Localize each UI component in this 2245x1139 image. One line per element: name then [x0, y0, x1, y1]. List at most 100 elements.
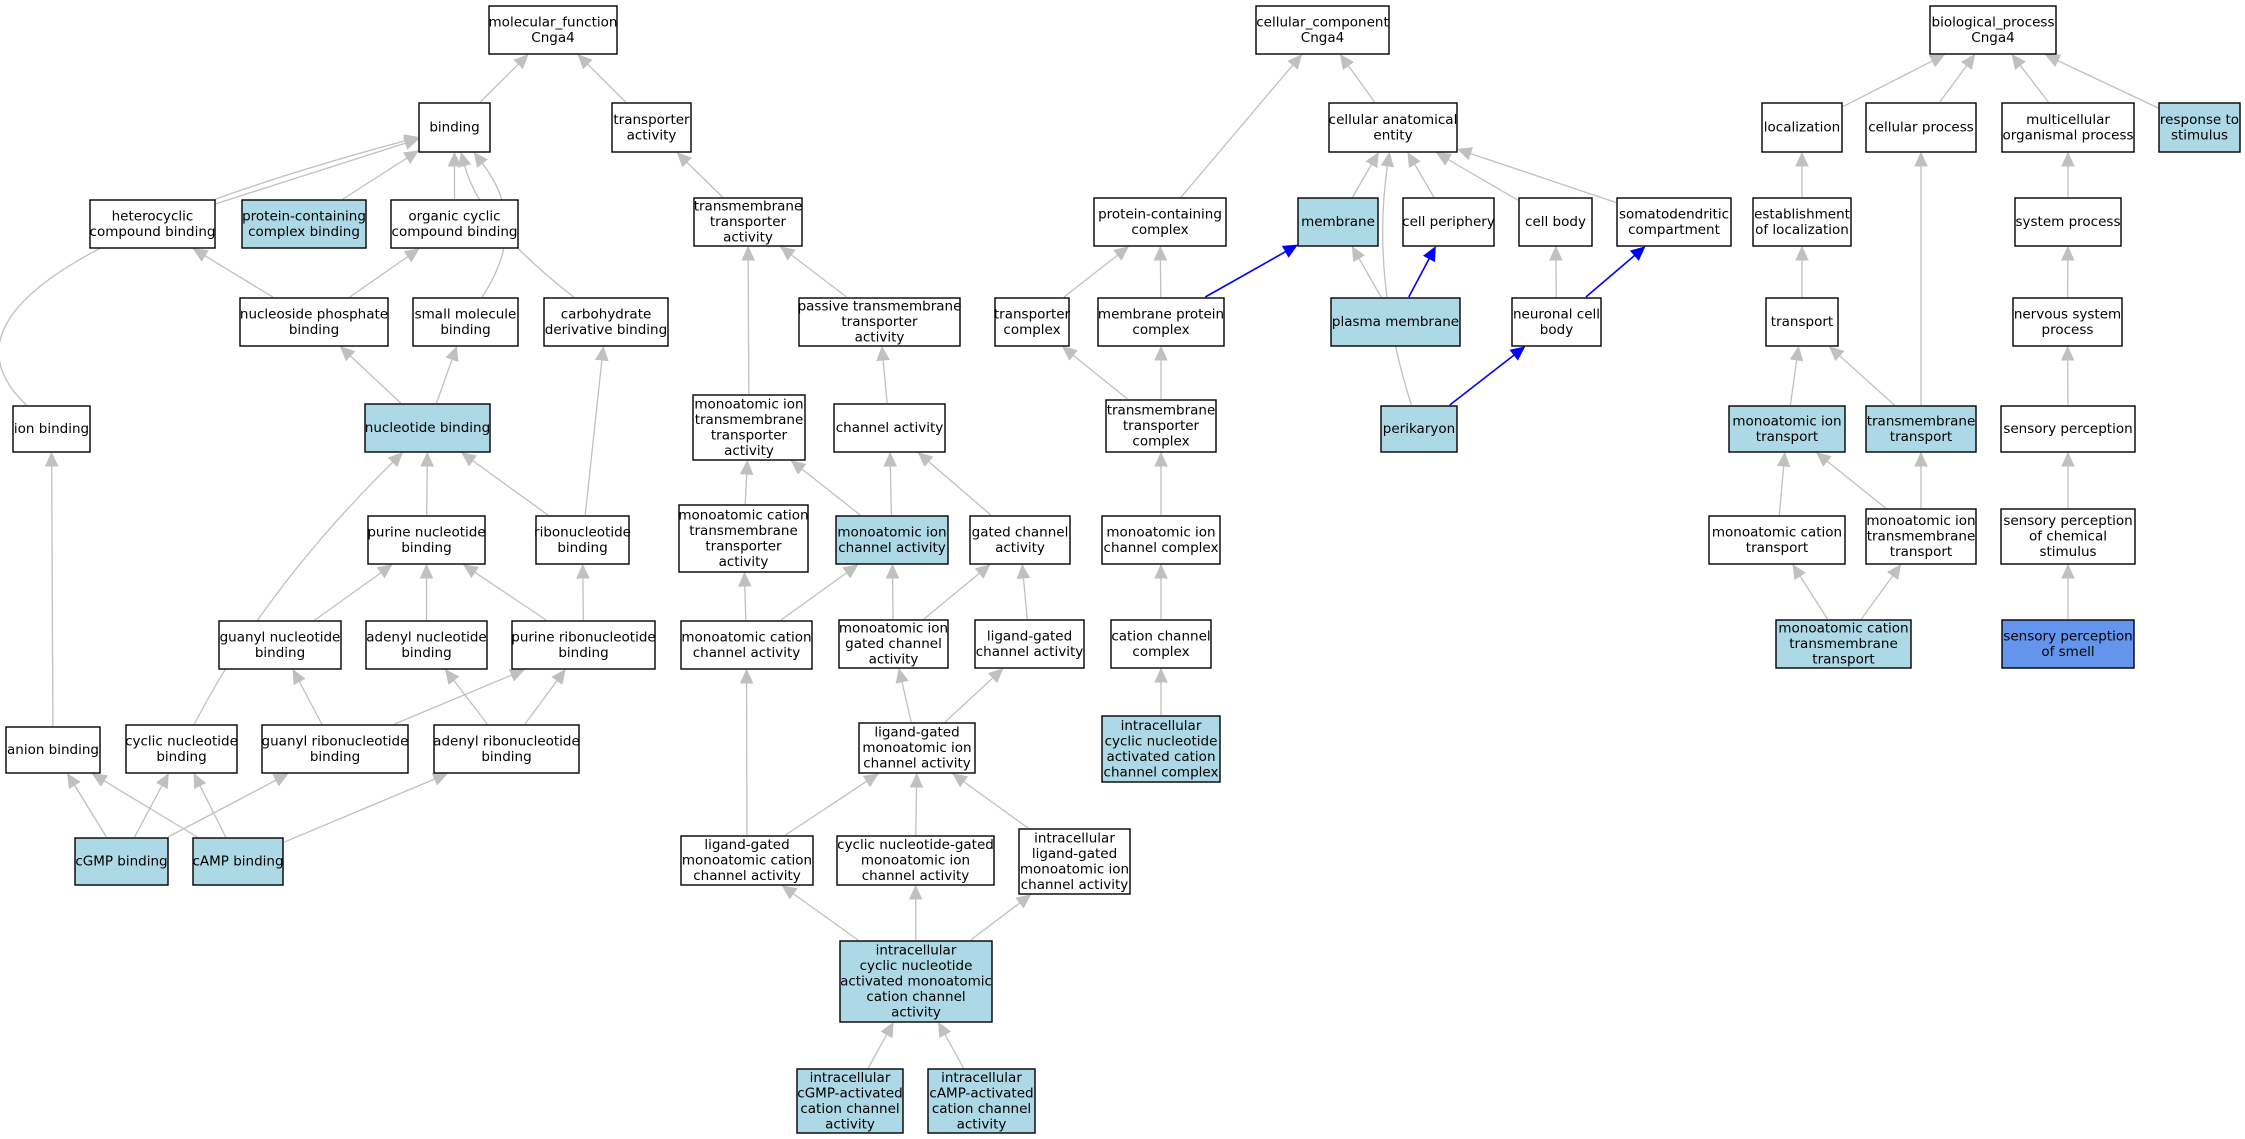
edge-arrowhead: [1062, 346, 1078, 361]
term-label-line: channel activity: [862, 868, 969, 884]
term-node-cell_body[interactable]: cell body: [1518, 197, 1593, 247]
edge-line: [349, 355, 402, 404]
term-node-transport[interactable]: transport: [1765, 297, 1839, 347]
term-label-line: transport: [1771, 314, 1833, 330]
edge-monoatomic_ion_gated_channel_activity-to-gated_channel_activity: [923, 564, 991, 620]
edge-channel_activity-to-passive_transmembrane_transporter_activity: [876, 345, 890, 404]
edge-line: [915, 786, 918, 836]
term-label-line: sensory perception: [2003, 628, 2132, 644]
edge-cation_channel_complex-to-monoatomic_ion_channel_complex: [1154, 563, 1168, 619]
term-node-localization[interactable]: localization: [1761, 102, 1843, 153]
edge-arrowhead: [461, 452, 477, 467]
term-node-monoatomic_ion_tm_transporter_activity[interactable]: monoatomic iontransmembranetransporterac…: [692, 394, 806, 461]
edge-monoatomic_ion_transmembrane_transport-to-transmembrane_transport: [1914, 451, 1928, 508]
edge-arrowhead: [403, 248, 420, 263]
term-node-system_process[interactable]: system process: [2014, 197, 2122, 247]
term-node-cellular_process[interactable]: cellular process: [1865, 102, 1977, 153]
term-node-monoatomic_cation_tm_transporter_activity[interactable]: monoatomic cationtransmembranetransporte…: [678, 504, 809, 573]
term-box: [2000, 405, 2136, 453]
term-node-binding[interactable]: binding: [418, 102, 491, 153]
term-node-plasma_membrane[interactable]: plasma membrane: [1330, 297, 1461, 347]
term-label-line: monoatomic ion: [1732, 413, 1841, 429]
term-node-nucleotide_binding[interactable]: nucleotide binding: [364, 403, 491, 453]
term-label-line: activity: [957, 1116, 1007, 1132]
term-label-line: binding: [310, 749, 360, 765]
term-label-line: activity: [825, 1116, 875, 1132]
term-label-line: activity: [723, 230, 773, 246]
term-box: [433, 724, 580, 774]
term-label-line: transporter: [841, 314, 918, 330]
edge-line: [474, 571, 547, 621]
edge-ligand_gated_monoatomic_cation_channel_activity-to-monoatomic_cation_channel_activity: [739, 668, 754, 836]
term-node-perikaryon[interactable]: perikaryon: [1380, 405, 1458, 453]
edge-localization-to-bp_root: [1842, 54, 1946, 108]
term-node-anion_binding[interactable]: anion binding: [5, 726, 101, 774]
edge-line: [587, 63, 627, 103]
term-label-line: small molecule: [415, 306, 517, 322]
term-node-sensory_perception[interactable]: sensory perception: [2000, 405, 2136, 453]
edge-sensory_perception_of_chemical_stimulus-to-sensory_perception: [2061, 451, 2075, 508]
term-node-camp_binding[interactable]: cAMP binding: [192, 837, 284, 886]
term-node-membrane[interactable]: membrane: [1297, 197, 1379, 247]
edge-transporter_complex-to-protein_containing_complex: [1063, 246, 1129, 298]
term-node-cgmp_binding[interactable]: cGMP binding: [74, 837, 169, 886]
term-node-channel_activity[interactable]: channel activity: [833, 403, 946, 453]
edge-arrowhead: [1789, 345, 1804, 362]
term-node-ion_binding[interactable]: ion binding: [12, 405, 91, 453]
term-node-cell_periphery[interactable]: cell periphery: [1402, 197, 1495, 247]
